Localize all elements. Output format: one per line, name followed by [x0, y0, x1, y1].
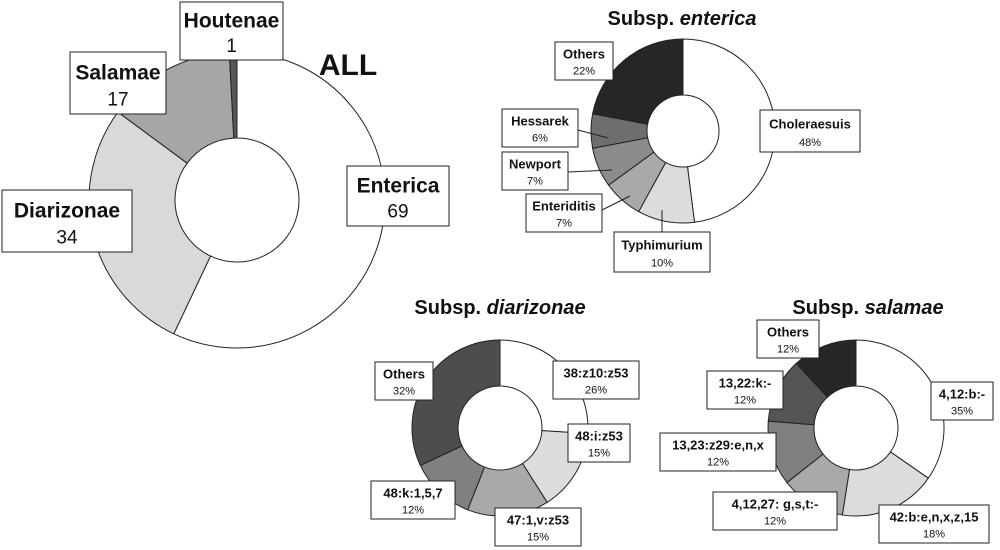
- pie-chart-2-label-box-4: [374, 361, 434, 401]
- pie-chart-3-label-value-3: 12%: [707, 457, 729, 469]
- pie-chart-0-label-name-1: Diarizonae: [14, 199, 120, 222]
- pie-chart-1-title-prefix: Subsp.: [608, 8, 680, 30]
- pie-chart-1-label-name-4: Hessarek: [511, 114, 570, 129]
- pie-chart-1-title-italic: enterica: [680, 8, 757, 30]
- pie-chart-1-label-value-5: 22%: [573, 66, 595, 78]
- pie-chart-3-title-prefix: Subsp.: [792, 297, 864, 319]
- pie-chart-2-label-value-4: 32%: [393, 386, 415, 398]
- pie-chart-3-title: Subsp. salamae: [792, 297, 943, 319]
- pie-chart-0-label-name-0: Enterica: [357, 174, 440, 197]
- pie-chart-0: ALL Enterica 69 Diarizonae 34 Salamae 17 Houten…: [1, 1, 450, 349]
- pie-chart-0-title: ALL: [319, 49, 377, 82]
- pie-chart-1-label-box-1: [613, 231, 711, 273]
- pie-chart-0-label-box-1: [1, 189, 133, 253]
- pie-chart-1-label-value-0: 48%: [799, 137, 821, 149]
- pie-chart-0-label-box-0: [346, 165, 450, 227]
- pie-chart-1-slice-0: [682, 38, 776, 223]
- pie-chart-2-title: Subsp. diarizonae: [414, 297, 585, 319]
- pie-chart-1-label-name-3: Newport: [509, 157, 562, 172]
- pie-chart-3-label-value-0: 35%: [951, 406, 973, 418]
- pie-chart-1-leader-4: [577, 129, 609, 139]
- pie-chart-3-label-name-0: 4,12:b:-: [939, 387, 985, 402]
- pie-chart-3-label-box-1: [878, 504, 990, 544]
- pie-chart-3-label-value-5: 12%: [777, 344, 799, 356]
- pie-chart-1-label-box-0: [759, 109, 861, 153]
- pie-chart-1-leader-3: [567, 169, 613, 173]
- pie-chart-1-label-name-2: Enteriditis: [532, 199, 596, 214]
- pie-chart-2-slice-4: [411, 339, 501, 467]
- pie-chart-3-label-value-1: 18%: [923, 529, 945, 541]
- pie-chart-3-label-box-2: [712, 491, 838, 531]
- pie-chart-3-slice-0: [855, 339, 945, 479]
- pie-chart-0-label-name-3: Houtenae: [184, 10, 280, 33]
- pie-chart-2-label-box-2: [494, 507, 582, 547]
- pie-chart-0-label-value-3: 1: [226, 36, 237, 57]
- pie-chart-0-label-value-2: 17: [107, 89, 128, 110]
- pie-chart-1-leader-2: [601, 195, 631, 211]
- pie-chart-3-label-box-3: [659, 432, 777, 472]
- pie-chart-0-label-value-1: 34: [56, 227, 78, 248]
- pie-chart-3-label-name-5: Others: [767, 325, 809, 340]
- pie-chart-1-label-value-1: 10%: [651, 257, 673, 269]
- pie-chart-2-label-name-1: 48:i:z53: [575, 429, 623, 444]
- pie-chart-1-label-value-2: 7%: [556, 218, 572, 230]
- pie-chart-3-label-name-4: 13,22:k:-: [719, 376, 772, 391]
- pie-chart-2-label-value-2: 15%: [527, 532, 549, 544]
- pie-chart-2-label-value-0: 26%: [585, 385, 607, 397]
- pie-chart-1-label-name-1: Typhimurium: [621, 238, 702, 253]
- pie-chart-0-label-name-2: Salamae: [75, 61, 160, 84]
- pie-chart-2-title-italic: diarizonae: [487, 297, 586, 319]
- pie-chart-1-label-box-2: [525, 193, 603, 233]
- pie-chart-2-title-prefix: Subsp.: [414, 297, 486, 319]
- pie-chart-2-label-name-4: Others: [383, 367, 425, 382]
- pie-chart-3-label-box-0: [930, 381, 994, 421]
- pie-chart-3-label-name-3: 13,23:z29:e,n,x: [672, 438, 765, 453]
- pie-chart-3-label-name-1: 42:b:e,n,x,z,15: [890, 510, 979, 525]
- pie-chart-0-slice-1: [88, 111, 212, 335]
- pie-chart-0-label-box-3: [179, 1, 284, 61]
- pie-chart-1-label-box-5: [554, 41, 614, 81]
- pie-chart-3-label-value-4: 12%: [734, 395, 756, 407]
- pie-chart-1-label-value-3: 7%: [527, 176, 543, 188]
- pie-chart-3: Subsp. salamae 4,12:b:- 35% 42:b:e,n,x,z,15…: [659, 297, 994, 544]
- pie-chart-1-slice-5: [592, 38, 684, 125]
- pie-chart-2-label-name-2: 47:1,v:z53: [507, 513, 569, 528]
- pie-chart-1-label-box-3: [501, 151, 569, 191]
- pie-chart-2-label-name-0: 38:z10:z53: [563, 366, 628, 381]
- pie-chart-1-label-box-4: [501, 108, 579, 148]
- pie-chart-3-label-name-2: 4,12,27: g,s,t:-: [732, 497, 819, 512]
- pie-chart-1-label-name-5: Others: [563, 47, 605, 62]
- pie-chart-0-label-box-2: [69, 51, 167, 115]
- pie-chart-2-label-box-0: [552, 360, 640, 400]
- pie-chart-2-label-value-1: 15%: [588, 448, 610, 460]
- pie-chart-2-label-value-3: 12%: [402, 505, 424, 517]
- pie-chart-2-label-box-1: [567, 423, 631, 463]
- pie-chart-1-label-name-0: Choleraesuis: [769, 116, 851, 131]
- pie-chart-2: Subsp. diarizonae 38:z10:z53 26% 48:i:z53 15…: [370, 297, 640, 547]
- pie-chart-1-label-value-4: 6%: [532, 133, 548, 145]
- pie-chart-0-label-value-0: 69: [387, 202, 408, 223]
- pie-chart-2-label-box-3: [370, 480, 456, 520]
- pie-chart-0-slice-0: [173, 51, 386, 349]
- pie-chart-3-label-box-4: [706, 370, 784, 410]
- pie-chart-3-title-italic: salamae: [865, 297, 944, 319]
- pie-chart-3-label-value-2: 12%: [764, 516, 786, 528]
- pie-chart-2-label-name-3: 48:k:1,5,7: [383, 486, 442, 501]
- pie-chart-1-title: Subsp. enterica: [608, 8, 757, 30]
- pie-chart-3-label-box-5: [756, 319, 820, 359]
